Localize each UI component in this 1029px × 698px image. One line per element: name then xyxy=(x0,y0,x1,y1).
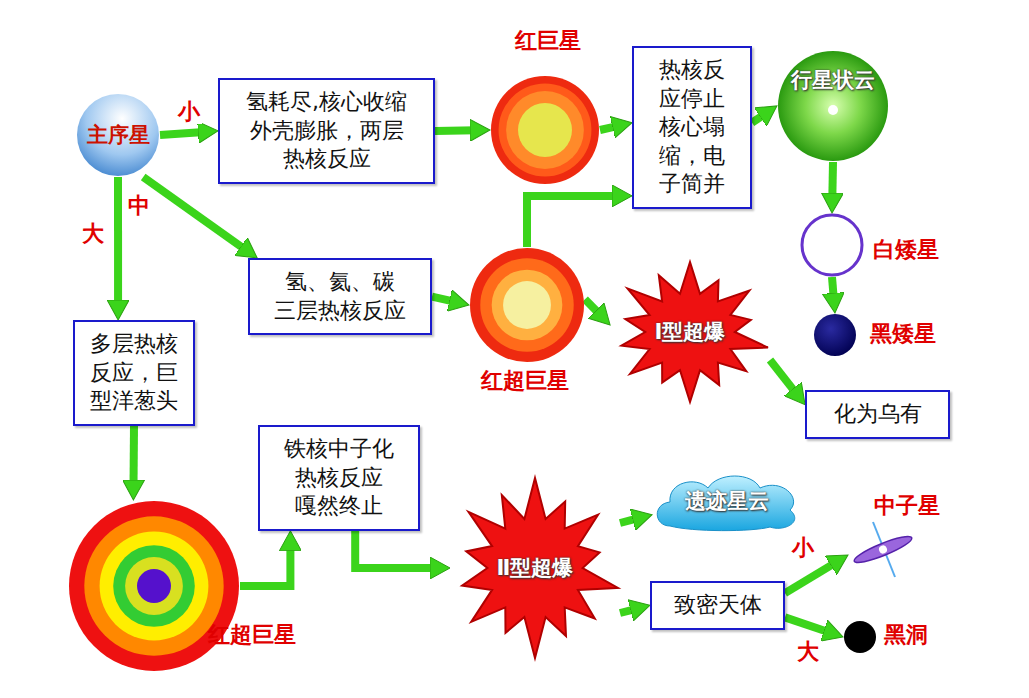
white-dwarf-disc xyxy=(802,215,862,275)
size-label: 大 xyxy=(80,222,106,246)
dark-node: 黑矮星 xyxy=(813,313,857,357)
object-label: 黑矮星 xyxy=(870,321,936,347)
process-box: 化为乌有 xyxy=(805,390,950,439)
process-box: 热核反 应停止 核心塌 缩，电 子简并 xyxy=(632,46,752,209)
process-box: 致密天体 xyxy=(650,581,785,630)
shape-text: 遗迹星云 xyxy=(685,487,769,515)
size-label: 小 xyxy=(176,100,202,124)
box-text: 热核反 应停止 核心塌 缩，电 子简并 xyxy=(644,56,740,199)
box-text: 氢、氦、碳 三层热核反应 xyxy=(260,268,420,325)
star-layer xyxy=(518,103,572,157)
object-label: 白矮星 xyxy=(873,237,939,263)
star-layer xyxy=(499,84,592,177)
star-layer xyxy=(113,545,195,627)
star-sphere xyxy=(77,94,159,176)
star-layer xyxy=(137,569,171,603)
black-dwarf-disc xyxy=(814,314,856,356)
shape-text: 主序星 xyxy=(87,121,150,149)
arrow-connector xyxy=(240,545,290,586)
object-label: 红超巨星 xyxy=(481,368,569,394)
object-label: 红超巨星 xyxy=(208,622,296,648)
nebula-cloud xyxy=(657,476,795,531)
arrow-connector xyxy=(143,177,246,250)
star-layer xyxy=(100,532,209,641)
cloud-node: 遗迹星云 xyxy=(652,470,802,532)
star-layer xyxy=(491,76,599,184)
process-box: 多层热核 反应，巨 型洋葱头 xyxy=(73,320,195,426)
star-layer xyxy=(125,557,183,615)
object-label: 中子星 xyxy=(874,493,940,519)
rings-node: 红巨星 xyxy=(490,75,600,185)
hole-shape xyxy=(843,620,877,654)
neutron-disc xyxy=(852,532,914,566)
hole-node: 黑洞 xyxy=(843,620,877,654)
planet-shape xyxy=(777,50,889,162)
star-node: Ⅱ型超爆 xyxy=(450,478,620,658)
arrow-connector xyxy=(785,562,836,593)
neutron-shape xyxy=(848,522,918,577)
arrow-connector xyxy=(785,617,830,632)
star-layer xyxy=(84,516,223,655)
arrow-connector xyxy=(620,609,636,613)
rings-shape xyxy=(490,75,600,185)
star-layer xyxy=(503,281,551,329)
rings-node: 红超巨星 xyxy=(68,500,240,672)
arrow-connector xyxy=(620,518,639,523)
object-label: 黑洞 xyxy=(884,622,928,648)
box-text: 化为乌有 xyxy=(817,400,938,429)
arrow-connector xyxy=(832,277,834,299)
sphere-node: 主序星 xyxy=(76,93,160,177)
arrow-connector xyxy=(114,177,122,306)
arrow-connector xyxy=(828,162,837,199)
central-dot xyxy=(828,105,838,115)
shape-text: 行星状云 xyxy=(791,66,875,94)
arrow-connector xyxy=(770,360,796,394)
arrow-connector xyxy=(160,132,204,135)
arrow-connector xyxy=(585,299,600,315)
box-text: 多层热核 反应，巨 型洋葱头 xyxy=(85,330,183,416)
arrow-connector xyxy=(435,126,476,135)
size-label: 小 xyxy=(790,536,816,560)
process-box: 铁核中子化 热核反应 嘎然终止 xyxy=(258,425,420,531)
rings-node: 红超巨星 xyxy=(469,247,585,363)
size-label: 大 xyxy=(795,640,821,664)
arrow-connector xyxy=(432,297,455,302)
star-layer xyxy=(506,91,584,169)
process-box: 氢、氦、碳 三层热核反应 xyxy=(248,258,432,335)
star-layer xyxy=(470,248,584,362)
nebula-disc xyxy=(778,51,888,161)
box-text: 致密天体 xyxy=(662,591,773,620)
black-hole-disc xyxy=(844,621,876,653)
arrow-connector xyxy=(600,126,618,130)
object-label: 红巨星 xyxy=(515,28,581,54)
explosion-burst xyxy=(621,262,768,402)
arrow-connector xyxy=(130,426,139,486)
whitering-node: 白矮星 xyxy=(800,213,864,277)
box-text: 铁核中子化 热核反应 嘎然终止 xyxy=(270,435,408,521)
dark-shape xyxy=(813,313,857,357)
rings-shape xyxy=(469,247,585,363)
whitering-shape xyxy=(800,213,864,277)
size-label: 中 xyxy=(126,194,152,218)
box-text: 氢耗尽,核心收缩 外壳膨胀，两层 热核反应 xyxy=(230,88,423,174)
star-layer xyxy=(492,270,563,341)
neutron-core xyxy=(878,544,888,554)
process-box: 氢耗尽,核心收缩 外壳膨胀，两层 热核反应 xyxy=(218,78,435,184)
arrow-connector xyxy=(752,114,765,123)
shape-text: Ⅱ型超爆 xyxy=(497,554,574,582)
neutron-node: 中子星 xyxy=(848,522,918,577)
shape-text: Ⅰ型超爆 xyxy=(655,318,726,346)
star-layer xyxy=(480,258,573,351)
arrow-connector xyxy=(355,531,436,568)
star-node: Ⅰ型超爆 xyxy=(610,262,770,402)
arrow-connector xyxy=(527,196,618,247)
explosion-burst xyxy=(462,478,618,658)
planet-node: 行星状云 xyxy=(777,50,889,162)
